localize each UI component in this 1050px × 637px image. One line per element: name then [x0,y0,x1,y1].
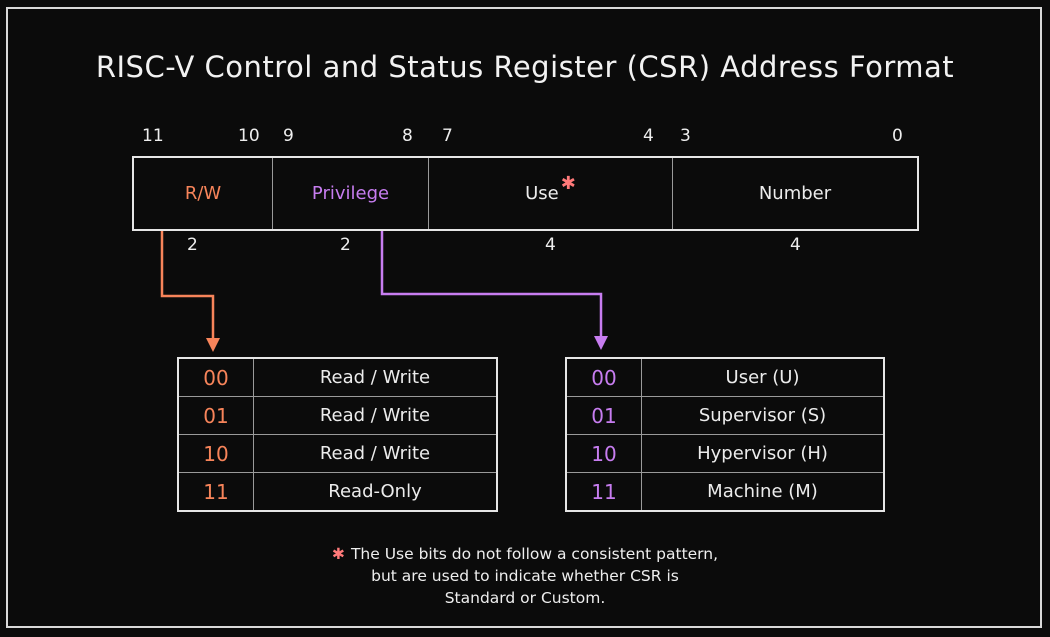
rw-encoding-description: Read-Only [253,472,498,512]
diagram-frame [6,7,1042,628]
bit-label-9: 9 [283,126,294,146]
bit-label-7: 7 [442,126,453,146]
bit-label-3: 3 [680,126,691,146]
field-rw-label: R/W [184,183,222,204]
privilege-encoding-code: 01 [565,396,642,435]
field-use: Use✱ [429,158,672,229]
footnote-line-3: Standard or Custom. [444,589,606,607]
field-number-label: Number [758,183,832,204]
bit-label-10: 10 [238,126,260,146]
rw-encoding-description: Read / Write [253,396,498,435]
rw-encoding-code: 10 [177,434,254,473]
field-width-rw: 2 [187,235,198,255]
bit-label-0: 0 [892,126,903,146]
field-divider [272,158,273,229]
rw-arrowhead-icon [206,338,220,352]
field-divider [428,158,429,229]
field-number: Number [673,158,917,229]
privilege-encoding-description: Machine (M) [641,472,885,512]
asterisk-icon: ✱ [331,545,345,563]
field-width-number: 4 [790,235,801,255]
rw-connector-arrow [160,231,215,340]
csr-register-box: R/W Privilege Use✱ Number [132,156,919,231]
privilege-encoding-description: Supervisor (S) [641,396,885,435]
field-use-label: Use [525,183,559,204]
rw-encoding-code: 00 [177,357,254,397]
rw-encoding-description: Read / Write [253,434,498,473]
diagram-title: RISC-V Control and Status Register (CSR)… [95,50,955,84]
rw-encoding-code: 01 [177,396,254,435]
privilege-encoding-code: 11 [565,472,642,512]
field-rw: R/W [134,158,272,229]
rw-encoding-code: 11 [177,472,254,512]
footnote-line-1: The Use bits do not follow a consistent … [350,545,719,563]
bit-label-11: 11 [142,126,164,146]
privilege-encoding-description: User (U) [641,357,885,397]
field-privilege-label: Privilege [311,183,390,204]
bit-label-8: 8 [402,126,413,146]
privilege-encoding-code: 00 [565,357,642,397]
use-bits-footnote: ✱ The Use bits do not follow a consistent… [0,543,1050,609]
bit-label-4: 4 [643,126,654,146]
asterisk-icon: ✱ [560,173,576,194]
privilege-encoding-description: Hypervisor (H) [641,434,885,473]
privilege-connector-arrow [380,231,603,338]
rw-encoding-description: Read / Write [253,357,498,397]
field-divider [672,158,673,229]
privilege-arrowhead-icon [594,336,608,350]
footnote-line-2: but are used to indicate whether CSR is [371,567,679,585]
field-width-privilege: 2 [340,235,351,255]
privilege-encoding-code: 10 [565,434,642,473]
field-privilege: Privilege [273,158,428,229]
field-width-use: 4 [545,235,556,255]
